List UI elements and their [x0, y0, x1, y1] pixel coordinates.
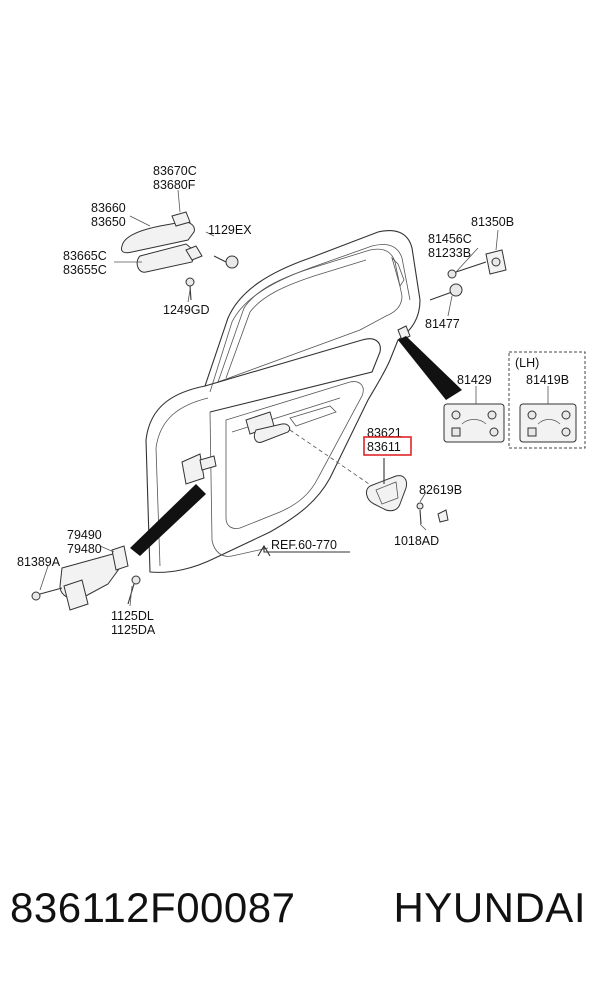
highlight-box-83611 — [363, 436, 412, 456]
label-83650: 83650 — [91, 215, 126, 229]
label-81233B: 81233B — [428, 246, 471, 260]
label-81456C: 81456C — [428, 232, 472, 246]
outside-handle-assembly — [121, 211, 239, 301]
leader-lines — [39, 189, 549, 607]
label-1125DA: 1125DA — [111, 623, 156, 637]
part-labels: 83670C 83680F 83660 83650 1129EX 83665C … — [17, 164, 569, 637]
label-79490: 79490 — [67, 528, 102, 542]
label-83680F: 83680F — [153, 178, 196, 192]
ref-leader-arrow — [257, 544, 350, 557]
inside-handle-83611 — [289, 429, 449, 525]
label-ref: REF.60-770 — [271, 538, 337, 552]
door-panel — [145, 230, 421, 573]
label-1249GD: 1249GD — [163, 303, 210, 317]
label-82619B: 82619B — [419, 483, 462, 497]
label-81389A: 81389A — [17, 555, 61, 569]
part-number-text: 836112F00087 — [10, 884, 296, 931]
label-1129EX: 1129EX — [208, 223, 252, 237]
label-83621: 83621 — [367, 426, 402, 440]
label-1125DL: 1125DL — [111, 609, 154, 623]
brand-text: HYUNDAI — [393, 884, 586, 931]
lh-variant-box — [508, 351, 586, 449]
label-83655C: 83655C — [63, 263, 107, 277]
label-83660: 83660 — [91, 201, 126, 215]
latch-striker-parts — [398, 249, 507, 400]
door-lock-81429 — [443, 403, 505, 443]
door-check-hinge — [31, 484, 206, 611]
footer-caption: 836112F00087 HYUNDAI — [10, 884, 590, 944]
label-81350B: 81350B — [471, 215, 514, 229]
label-81477: 81477 — [425, 317, 460, 331]
label-83611: 83611 — [367, 440, 401, 454]
label-1018AD: 1018AD — [394, 534, 439, 548]
label-81419B: 81419B — [526, 373, 569, 387]
label-lh: (LH) — [515, 356, 539, 370]
label-81429: 81429 — [457, 373, 492, 387]
label-83665C: 83665C — [63, 249, 107, 263]
label-79480: 79480 — [67, 542, 102, 556]
label-83670C: 83670C — [153, 164, 197, 178]
